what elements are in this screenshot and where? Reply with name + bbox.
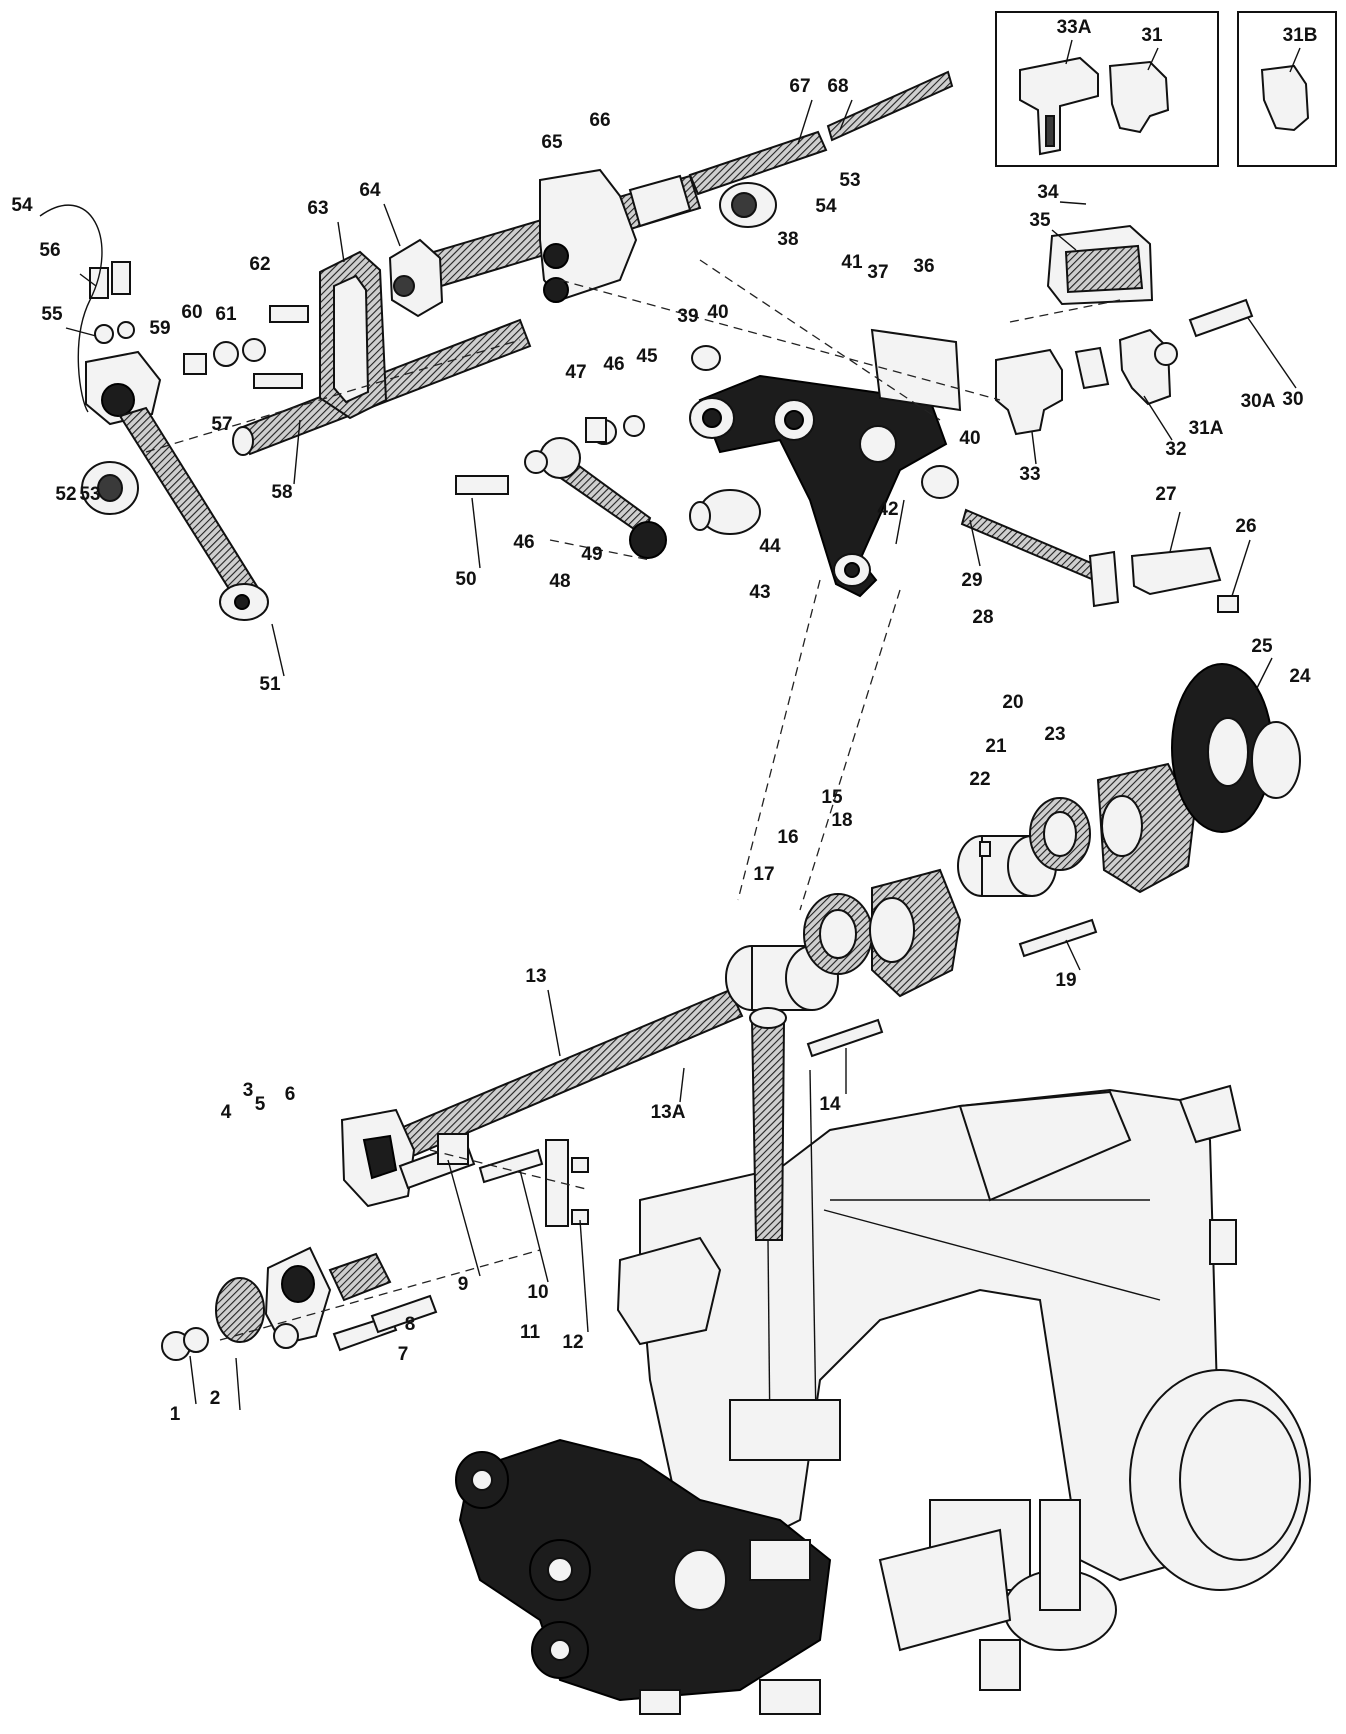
part-callout-31: 31 xyxy=(1141,25,1163,46)
part-callout-43: 43 xyxy=(749,582,770,603)
part-callout-52: 52 xyxy=(55,484,76,505)
part-callout-30A: 30A xyxy=(1241,391,1276,412)
part-callout-12: 12 xyxy=(562,1332,583,1353)
part-callout-46: 46 xyxy=(603,354,624,375)
part-callout-17: 17 xyxy=(753,864,774,885)
part-callout-44: 44 xyxy=(759,536,781,557)
part-callout-11: 11 xyxy=(520,1322,541,1343)
leader-lines xyxy=(39,39,1301,1411)
part-callout-53: 53 xyxy=(79,484,100,505)
part-callout-31A: 31A xyxy=(1189,418,1224,439)
part-callout-9: 9 xyxy=(458,1274,469,1295)
part-callout-41: 41 xyxy=(841,252,863,273)
part-callout-56: 56 xyxy=(39,240,60,261)
part-callout-3: 3 xyxy=(243,1080,254,1101)
part-callout-31B: 31B xyxy=(1283,25,1318,46)
part-callout-58: 58 xyxy=(271,482,292,503)
part-callout-18: 18 xyxy=(831,810,852,831)
part-callout-7: 7 xyxy=(398,1344,409,1365)
feed-dog-assembly xyxy=(960,224,1254,613)
part-callout-32: 32 xyxy=(1165,439,1186,460)
part-callout-48: 48 xyxy=(549,571,570,592)
part-callout-51: 51 xyxy=(259,674,281,695)
part-callout-20: 20 xyxy=(1002,692,1023,713)
part-callout-57: 57 xyxy=(211,414,232,435)
part-callout-21: 21 xyxy=(985,736,1007,757)
part-callout-30: 30 xyxy=(1282,389,1303,410)
part-callout-16: 16 xyxy=(777,827,798,848)
part-callout-24: 24 xyxy=(1289,666,1311,687)
part-callout-25: 25 xyxy=(1251,636,1273,657)
part-callout-60: 60 xyxy=(181,302,202,323)
inset-31b xyxy=(1237,11,1337,167)
part-callout-13: 13 xyxy=(525,966,546,987)
part-callout-19: 19 xyxy=(1055,970,1076,991)
part-callout-15: 15 xyxy=(821,787,843,808)
main-shaft-assembly xyxy=(340,663,1301,1208)
lower-dark-assembly xyxy=(455,1438,832,1715)
part-callout-6: 6 xyxy=(285,1084,296,1105)
part-callout-65: 65 xyxy=(541,132,563,153)
part-callout-27: 27 xyxy=(1155,484,1176,505)
part-callout-42: 42 xyxy=(877,499,898,520)
part-callout-10: 10 xyxy=(527,1282,548,1303)
part-callout-36: 36 xyxy=(913,256,934,277)
rocker-arm-assembly xyxy=(455,328,962,598)
part-callout-68: 68 xyxy=(827,76,848,97)
part-callout-5: 5 xyxy=(255,1094,266,1115)
part-callout-40: 40 xyxy=(707,302,728,323)
part-callout-64: 64 xyxy=(359,180,381,201)
part-callout-26: 26 xyxy=(1235,516,1256,537)
part-callout-67: 67 xyxy=(789,76,810,97)
part-callout-28: 28 xyxy=(972,607,993,628)
part-callout-49: 49 xyxy=(581,544,602,565)
part-callout-4: 4 xyxy=(221,1102,232,1123)
part-callout-46b: 46 xyxy=(513,532,534,553)
part-callout-34: 34 xyxy=(1037,182,1059,203)
upper-shaft-assembly xyxy=(232,70,954,456)
construction-lines xyxy=(145,259,1121,1341)
lower-left-parts xyxy=(161,1133,589,1361)
part-callout-47: 47 xyxy=(565,362,586,383)
machine-frame xyxy=(616,1007,1311,1691)
part-callout-40b: 40 xyxy=(959,428,980,449)
part-callout-53b: 53 xyxy=(839,170,860,191)
part-callout-54: 54 xyxy=(11,195,33,216)
part-callout-13A: 13A xyxy=(651,1102,686,1123)
part-callout-2: 2 xyxy=(210,1388,221,1409)
part-callout-45: 45 xyxy=(636,346,658,367)
part-callout-39: 39 xyxy=(677,306,698,327)
part-callout-35: 35 xyxy=(1029,210,1051,231)
part-callout-63: 63 xyxy=(307,198,328,219)
part-callout-14: 14 xyxy=(819,1094,841,1115)
part-callout-29: 29 xyxy=(961,570,982,591)
part-callout-23: 23 xyxy=(1044,724,1065,745)
part-callout-59: 59 xyxy=(149,318,170,339)
part-callout-50: 50 xyxy=(455,569,476,590)
part-callout-66: 66 xyxy=(589,110,610,131)
part-callout-55: 55 xyxy=(41,304,63,325)
inset-33a-31 xyxy=(995,11,1219,167)
part-callout-38: 38 xyxy=(777,229,798,250)
part-callout-8: 8 xyxy=(405,1314,416,1335)
part-callout-54b: 54 xyxy=(815,196,837,217)
part-callout-61: 61 xyxy=(215,304,237,325)
part-callout-62: 62 xyxy=(249,254,270,275)
part-callout-22: 22 xyxy=(969,769,990,790)
part-callout-33: 33 xyxy=(1019,464,1040,485)
part-callout-33A: 33A xyxy=(1057,17,1092,38)
part-callout-1: 1 xyxy=(170,1404,181,1425)
part-callout-37: 37 xyxy=(867,262,888,283)
